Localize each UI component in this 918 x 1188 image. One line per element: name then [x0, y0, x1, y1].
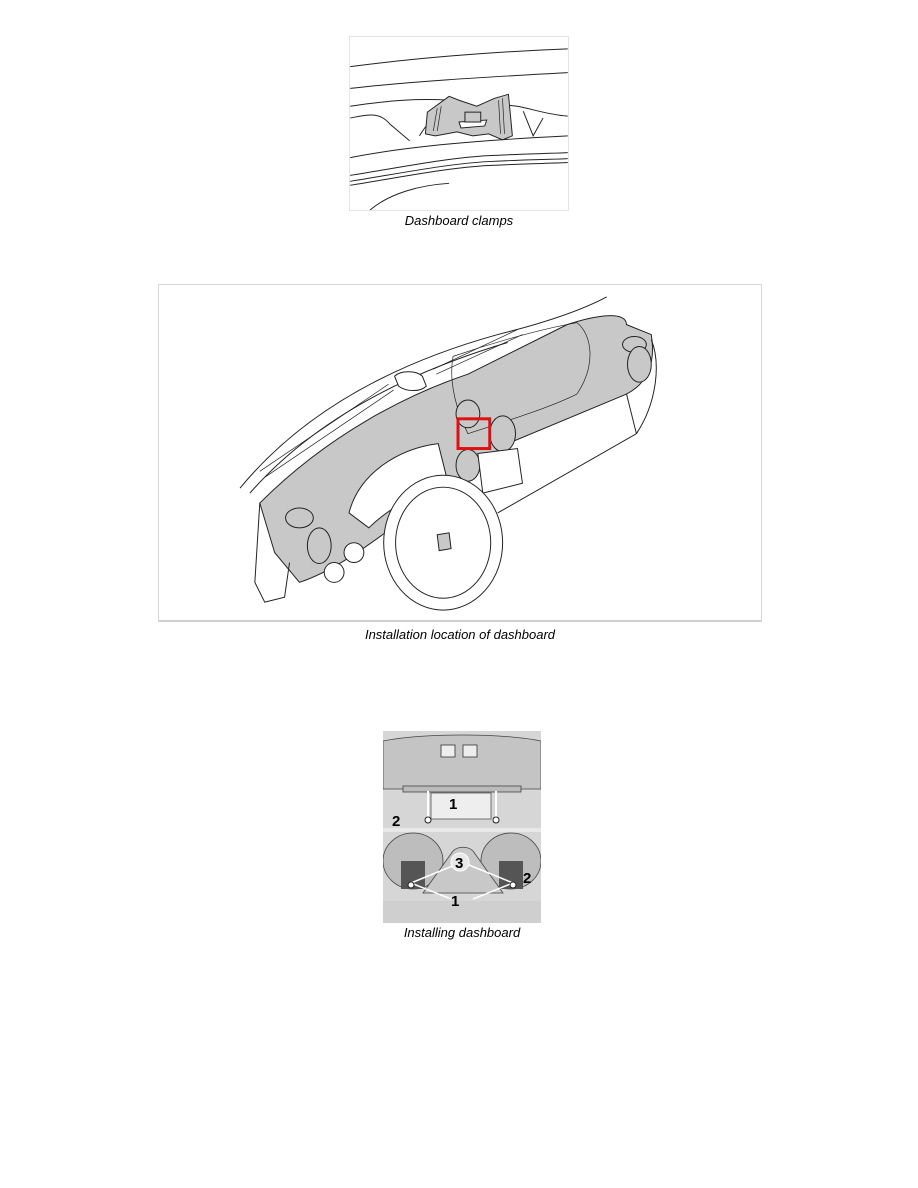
dashboard-installation-illustration: [239, 296, 657, 611]
callout-1: 1: [449, 796, 457, 813]
figure-installing-dashboard: 1 2 3 1 2: [383, 731, 541, 923]
figure-caption: Dashboard clamps: [404, 213, 514, 228]
figure-installation-location: [158, 284, 762, 622]
figure-dashboard-clamps: [349, 36, 569, 211]
figure-caption: Installing dashboard: [403, 925, 521, 940]
callout-1-lower: 1: [451, 893, 459, 910]
clamp-location-highlight: [456, 417, 492, 451]
callout-2: 2: [392, 813, 400, 830]
figure-caption: Installation location of dashboard: [364, 627, 556, 642]
installing-dashboard-photo: 1 2 3 1 2: [383, 731, 541, 923]
callout-2-lower: 2: [523, 870, 531, 887]
dashboard-clamp-illustration: [350, 48, 568, 210]
callout-3: 3: [455, 855, 463, 872]
